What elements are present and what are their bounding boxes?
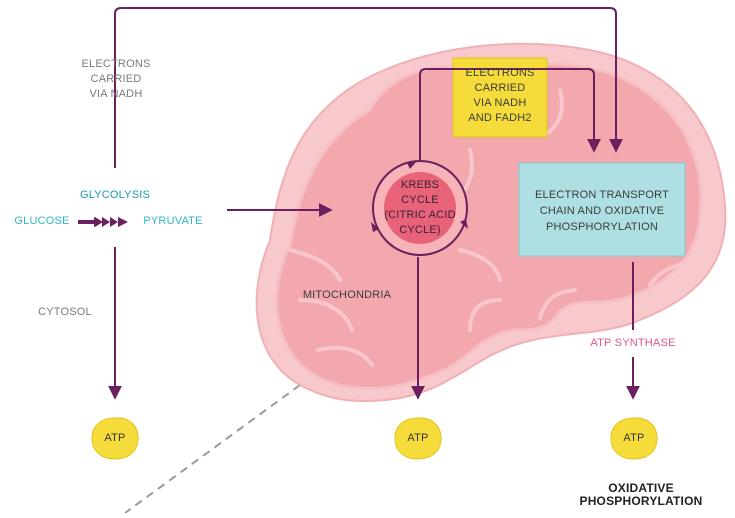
etc-line-1: ELECTRON TRANSPORT xyxy=(535,189,669,201)
oxidative-phosphorylation-caption: OXIDATIVE PHOSPHORYLATION xyxy=(566,482,716,508)
krebs-cycle-ring xyxy=(372,160,468,256)
arrow-krebs-to-etc xyxy=(419,68,601,160)
krebs-line-3: (CITRIC ACID xyxy=(384,209,456,221)
electrons-box-line-3: VIA NADH xyxy=(473,97,527,109)
atp-oxidative-label: ATP xyxy=(623,432,645,444)
krebs-line-1: KREBS xyxy=(400,179,440,191)
atp-oxidative-blob xyxy=(610,417,658,460)
atp-krebs-label: ATP xyxy=(407,432,429,444)
atp-glycolysis-blob xyxy=(91,417,139,460)
etc-box xyxy=(518,162,686,257)
mitochondria-label: MITOCHONDRIA xyxy=(302,289,392,301)
electrons-box-line-1: ELECTRONS xyxy=(465,67,535,79)
cytosol-label: CYTOSOL xyxy=(38,306,92,318)
electrons-nadh-line-2: CARRIED xyxy=(90,73,142,85)
krebs-line-2: CYCLE xyxy=(401,194,439,206)
krebs-cycle-arrowheads xyxy=(371,161,468,232)
pyruvate-label: PYRUVATE xyxy=(143,215,203,227)
zoom-dashed-line xyxy=(124,384,301,514)
arrow-nadh-to-etc xyxy=(114,7,623,168)
krebs-cycle-label: KREBS CYCLE (CITRIC ACID CYCLE) xyxy=(370,178,470,238)
glycolysis-label: GLYCOLYSIS xyxy=(79,189,151,201)
electrons-box-line-2: CARRIED xyxy=(474,82,526,94)
oxidative-line-2: PHOSPHORYLATION xyxy=(579,494,703,508)
atp-krebs-blob xyxy=(394,417,442,460)
electrons-nadh-fadh2-box xyxy=(452,57,548,138)
oxidative-line-1: OXIDATIVE xyxy=(608,481,674,495)
electrons-box-line-4: AND FADH2 xyxy=(468,112,532,124)
atp-glycolysis-label: ATP xyxy=(104,432,126,444)
glucose-label: GLUCOSE xyxy=(14,215,70,227)
krebs-cycle-circle xyxy=(384,172,456,244)
krebs-line-4: CYCLE) xyxy=(399,224,441,236)
etc-line-3: PHOSPHORYLATION xyxy=(545,221,658,233)
glucose-to-pyruvate-arrows xyxy=(78,217,128,227)
etc-box-label: ELECTRON TRANSPORT CHAIN AND OXIDATIVE P… xyxy=(519,187,685,235)
atp-synthase-label: ATP SYNTHASE xyxy=(590,337,676,349)
electrons-nadh-label: ELECTRONS CARRIED VIA NADH xyxy=(74,57,158,102)
electrons-nadh-line-3: VIA NADH xyxy=(89,88,143,100)
electrons-nadh-line-1: ELECTRONS xyxy=(81,58,151,70)
electrons-box-label: ELECTRONS CARRIED VIA NADH AND FADH2 xyxy=(453,66,547,126)
etc-line-2: CHAIN AND OXIDATIVE xyxy=(539,205,665,217)
